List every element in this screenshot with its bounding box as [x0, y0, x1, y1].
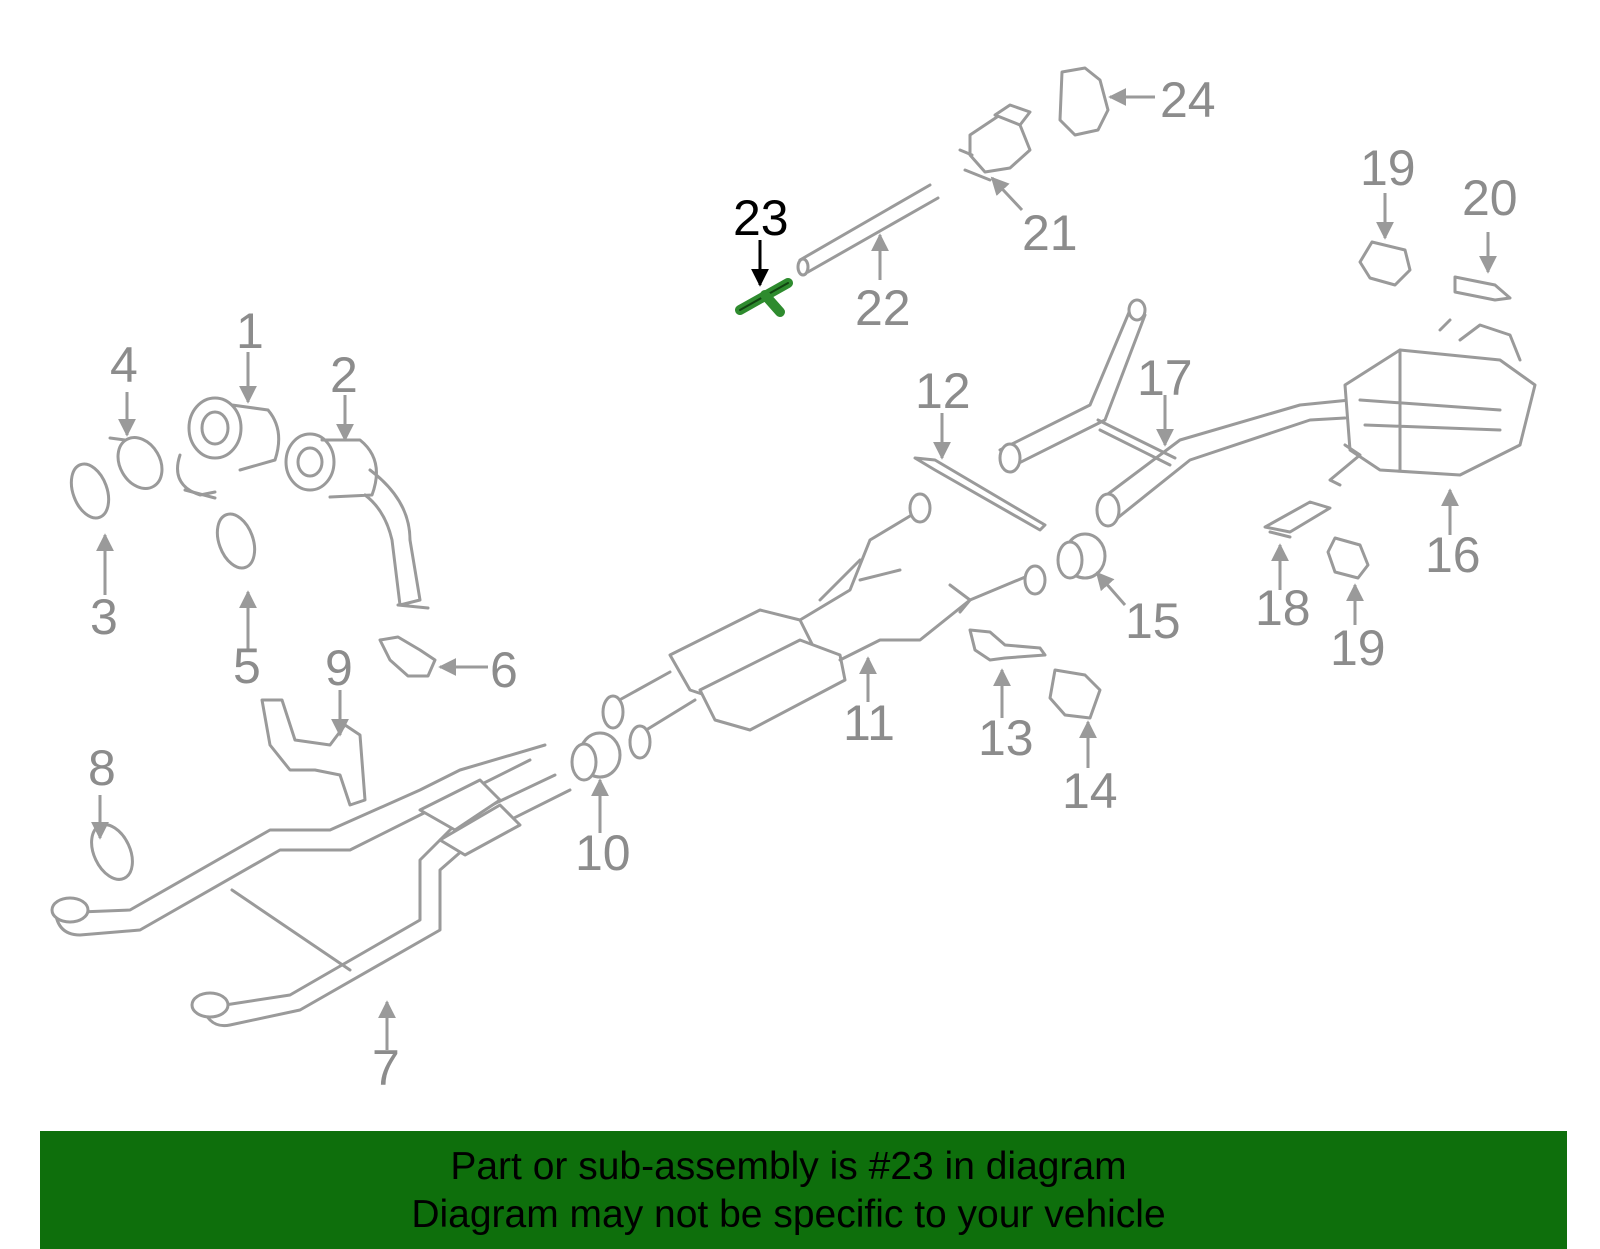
callout-3: 3 — [90, 589, 118, 645]
part-11-center-muffler[interactable] — [601, 492, 1047, 760]
part-15-clamp[interactable] — [1056, 532, 1107, 580]
callout-1: 1 — [236, 303, 264, 359]
part-1-catalytic-converter[interactable] — [176, 396, 281, 500]
callout-22: 22 — [855, 280, 911, 336]
part-7-front-pipe[interactable] — [50, 743, 572, 1028]
callout-16: 16 — [1425, 527, 1481, 583]
part-19-hanger-lower[interactable] — [1326, 536, 1370, 580]
callout-17: 17 — [1137, 350, 1193, 406]
callout-20: 20 — [1462, 170, 1518, 226]
callout-19-upper: 19 — [1360, 140, 1416, 196]
part-20-bracket[interactable] — [1453, 275, 1512, 302]
part-23-hose-tee[interactable] — [735, 278, 793, 317]
callout-2: 2 — [330, 347, 358, 403]
part-12-strap[interactable] — [913, 456, 1047, 532]
info-banner: Part or sub-assembly is #23 in diagram D… — [40, 1131, 1567, 1249]
callout-8: 8 — [88, 740, 116, 796]
part-24-connector[interactable] — [1058, 66, 1110, 137]
part-6-flange[interactable] — [378, 635, 437, 678]
callout-14: 14 — [1062, 763, 1118, 819]
callout-18: 18 — [1255, 580, 1311, 636]
leader-lines — [91, 88, 1497, 1050]
banner-line-1: Part or sub-assembly is #23 in diagram — [450, 1145, 1127, 1188]
callout-13: 13 — [978, 710, 1034, 766]
part-8-gasket[interactable] — [83, 818, 140, 886]
callout-15: 15 — [1125, 593, 1181, 649]
part-18-bracket[interactable] — [1263, 500, 1332, 539]
callout-6: 6 — [490, 642, 518, 698]
callout-24: 24 — [1160, 72, 1216, 128]
part-21-vacuum-valve[interactable] — [958, 103, 1032, 182]
part-17-hanger-bar[interactable] — [998, 298, 1177, 474]
callout-labels: 1 2 3 4 5 6 7 8 9 10 11 12 13 14 15 16 1… — [88, 72, 1518, 1096]
part-2-catalytic-converter[interactable] — [284, 432, 430, 610]
part-4-clamp[interactable] — [108, 430, 171, 497]
callout-21: 21 — [1022, 205, 1078, 261]
callout-11: 11 — [843, 695, 895, 751]
part-10-clamp[interactable] — [570, 731, 622, 782]
callout-7: 7 — [372, 1040, 400, 1096]
part-19-hanger-upper[interactable] — [1358, 240, 1412, 287]
part-3-gasket[interactable] — [64, 459, 115, 523]
part-16-rear-muffler[interactable] — [1095, 318, 1537, 528]
part-22-vacuum-hose[interactable] — [796, 183, 940, 277]
part-14-hanger[interactable] — [1048, 668, 1102, 720]
part-5-gasket[interactable] — [210, 509, 261, 573]
exhaust-diagram: 1 2 3 4 5 6 7 8 9 10 11 12 13 14 15 16 1… — [50, 66, 1537, 1096]
callout-23: 23 — [733, 190, 789, 246]
callout-12: 12 — [915, 363, 971, 419]
callout-4: 4 — [110, 337, 138, 393]
part-9-bracket[interactable] — [260, 698, 367, 807]
banner-line-2: Diagram may not be specific to your vehi… — [411, 1193, 1166, 1236]
callout-9: 9 — [325, 640, 353, 696]
callout-19-lower: 19 — [1330, 620, 1386, 676]
callout-5: 5 — [233, 638, 261, 694]
part-13-hanger[interactable] — [968, 628, 1047, 662]
callout-10: 10 — [575, 825, 631, 881]
